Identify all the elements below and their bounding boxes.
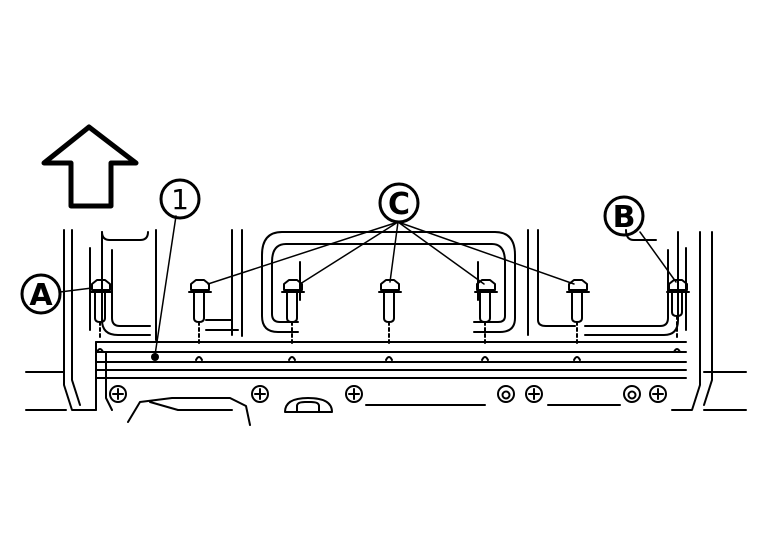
bolt-c <box>566 279 590 361</box>
up-arrow-icon <box>41 124 139 209</box>
grommet-clip-icon <box>497 385 515 403</box>
bolt-b <box>666 279 690 353</box>
callout-1: 1 <box>159 178 201 220</box>
grommets <box>109 385 667 403</box>
grommet-screw-icon <box>251 385 269 403</box>
bolt-c <box>188 279 212 361</box>
svg-text:A: A <box>29 278 53 313</box>
callout-c: C <box>378 182 420 224</box>
svg-text:1: 1 <box>171 183 189 216</box>
bolt-a <box>89 279 113 353</box>
svg-text:C: C <box>388 187 410 222</box>
grommet-screw-icon <box>525 385 543 403</box>
leader-lines <box>59 215 677 356</box>
grommet-clip-icon <box>623 385 641 403</box>
callout-a: A <box>20 273 62 315</box>
bolt-c <box>378 279 402 361</box>
panel-structure <box>25 229 747 426</box>
bolts <box>89 279 690 361</box>
part-1-marker <box>151 353 159 361</box>
callout-b: B <box>603 195 645 237</box>
bolt-c <box>281 279 305 361</box>
bolt-c <box>474 279 498 361</box>
svg-text:B: B <box>613 200 636 235</box>
grommet-screw-icon <box>345 385 363 403</box>
grommet-screw-icon <box>109 385 127 403</box>
grommet-screw-icon <box>649 385 667 403</box>
